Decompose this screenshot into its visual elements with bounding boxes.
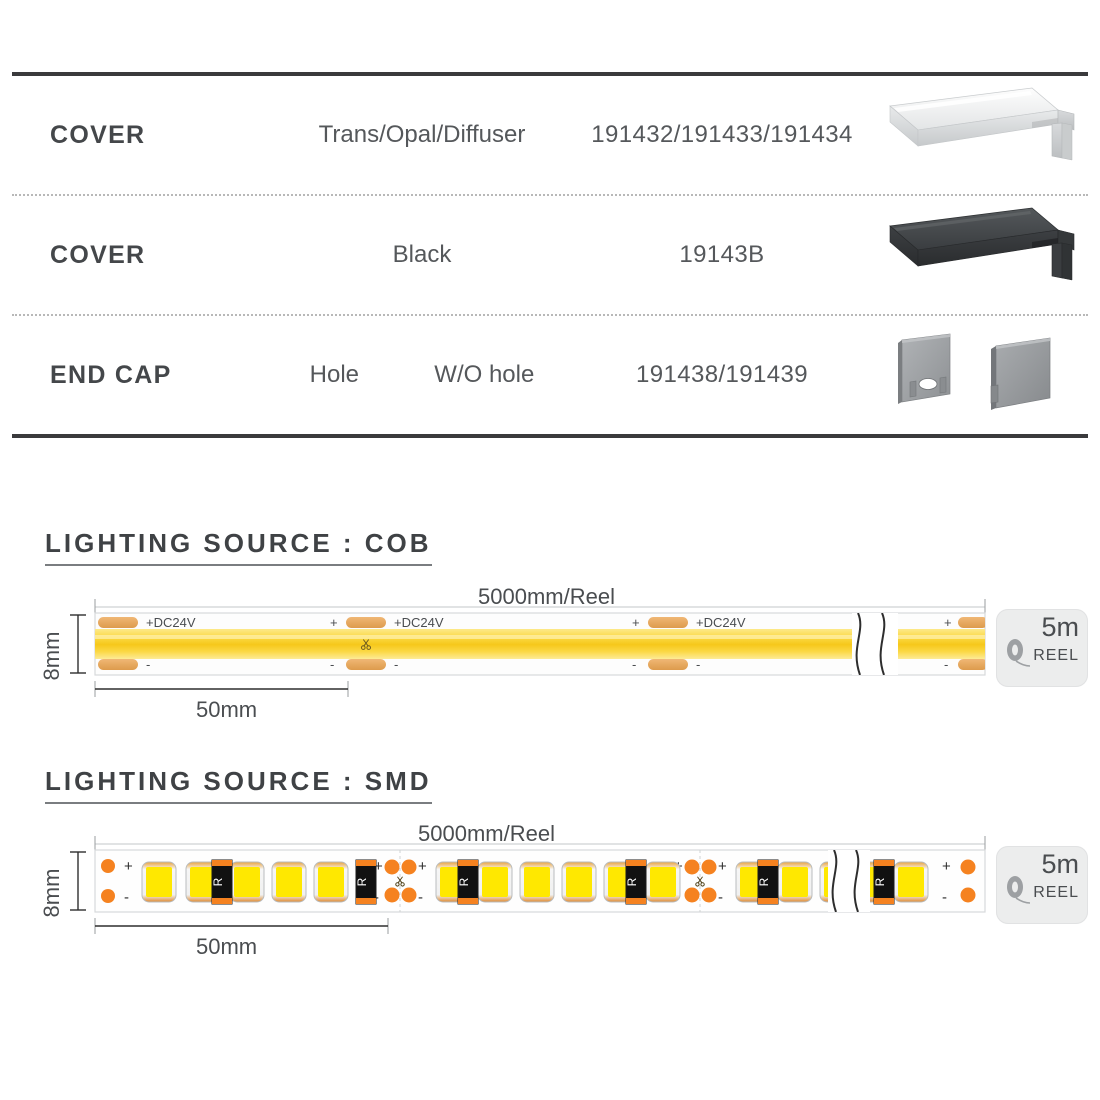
- smd-reel-unit: REEL: [1033, 884, 1079, 901]
- row-type: Black: [392, 241, 452, 268]
- smd-pitch-dimension-label: 50mm: [196, 934, 258, 959]
- smd-strip-diagram: 5000mm/Reel 8mm 50mm + -: [0, 821, 1100, 967]
- cob-reel-badge: 5m REEL: [996, 609, 1088, 687]
- svg-text:R: R: [457, 877, 471, 886]
- cob-reel-unit: REEL: [1033, 647, 1079, 664]
- row-code: 191438/191439: [635, 361, 809, 388]
- row-image-cell: [872, 76, 1088, 194]
- svg-text:+: +: [418, 858, 427, 875]
- svg-text:R: R: [757, 877, 771, 886]
- svg-text:+DC24V: +DC24V: [146, 615, 196, 630]
- table-row: COVER Black 19143B: [12, 194, 1088, 314]
- row-code: 191432/191433/191434: [591, 121, 853, 148]
- row-label: END CAP: [50, 360, 172, 389]
- row-image-cell: [872, 316, 1088, 434]
- svg-text:-: -: [944, 657, 948, 672]
- end-cap-pair-image: [888, 332, 1078, 420]
- row-type: Trans/Opal/Diffuser: [318, 121, 526, 148]
- row-image-cell: [872, 196, 1088, 314]
- svg-text:-: -: [124, 889, 129, 906]
- cob-reel-length-label: 5000mm/Reel: [478, 584, 615, 609]
- smd-strip-graphic: + - + - + - + -: [70, 836, 986, 934]
- smd-reel-length: 5m: [1041, 849, 1079, 879]
- svg-text:+: +: [330, 615, 338, 630]
- row-label: COVER: [50, 240, 146, 269]
- smd-reel-badge: 5m REEL: [996, 846, 1088, 924]
- reel-icon: [1007, 639, 1030, 667]
- svg-text:R: R: [355, 877, 369, 886]
- section-heading-smd: LIGHTING SOURCE : SMD: [45, 766, 432, 804]
- row-type-group: Hole W/O hole: [272, 361, 572, 389]
- table-row: COVER Trans/Opal/Diffuser 191432/191433/…: [12, 76, 1088, 194]
- svg-text:-: -: [718, 889, 723, 906]
- svg-text:+: +: [944, 615, 952, 630]
- row-type: Hole: [309, 361, 359, 388]
- table-row: END CAP Hole W/O hole 191438/191439: [12, 314, 1088, 434]
- row-label: COVER: [50, 120, 146, 149]
- cob-strip-diagram: 5000mm/Reel 8mm 50mm: [0, 584, 1100, 730]
- row-code: 19143B: [679, 241, 765, 268]
- svg-text:+: +: [374, 858, 383, 875]
- svg-text:-: -: [146, 657, 150, 672]
- svg-text:R: R: [873, 877, 887, 886]
- svg-text:-: -: [330, 657, 334, 672]
- svg-text:+: +: [632, 615, 640, 630]
- cob-strip-graphic: +DC24V - + +DC24V - - + +DC24V - - + -: [70, 599, 986, 697]
- aluminium-profile-cover-clear-image: [882, 84, 1082, 184]
- svg-text:-: -: [418, 889, 423, 906]
- section-heading-cob: LIGHTING SOURCE : COB: [45, 528, 432, 566]
- svg-text:+: +: [124, 858, 133, 875]
- svg-text:+: +: [718, 858, 727, 875]
- svg-text:-: -: [942, 889, 947, 906]
- svg-text:-: -: [394, 657, 398, 672]
- smd-reel-length-label: 5000mm/Reel: [418, 821, 555, 846]
- svg-text:+DC24V: +DC24V: [696, 615, 746, 630]
- row-type-secondary: W/O hole: [434, 361, 535, 388]
- svg-text:R: R: [625, 877, 639, 886]
- cob-reel-length: 5m: [1041, 612, 1079, 642]
- svg-text:+: +: [942, 858, 951, 875]
- reel-icon: [1007, 876, 1030, 904]
- specification-table: COVER Trans/Opal/Diffuser 191432/191433/…: [12, 72, 1088, 438]
- aluminium-profile-cover-black-image: [882, 204, 1082, 304]
- svg-text:R: R: [211, 877, 225, 886]
- svg-text:-: -: [632, 657, 636, 672]
- svg-text:-: -: [696, 657, 700, 672]
- cob-pitch-dimension-label: 50mm: [196, 697, 258, 722]
- svg-text:+DC24V: +DC24V: [394, 615, 444, 630]
